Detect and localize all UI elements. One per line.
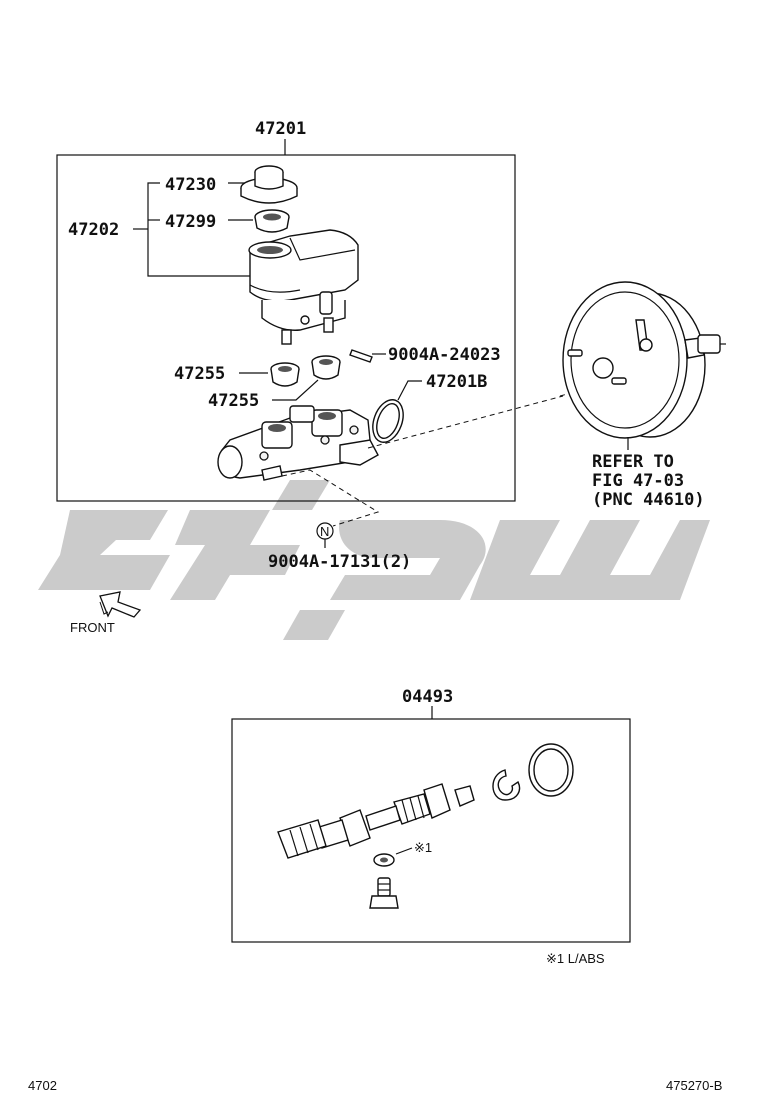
reservoir-cap xyxy=(240,165,298,204)
footer-right: 475270-B xyxy=(666,1078,722,1093)
brake-booster xyxy=(562,281,726,450)
reservoir-group-bracket xyxy=(133,182,253,277)
leader-oring xyxy=(397,380,422,401)
label-47201B: 47201B xyxy=(426,372,487,392)
reservoir-tank xyxy=(248,229,359,345)
label-47201: 47201 xyxy=(255,119,306,139)
label-refer-line3: (PNC 44610) xyxy=(592,490,705,510)
label-refer-line1: REFER TO xyxy=(592,452,674,472)
label-47299: 47299 xyxy=(165,212,216,232)
label-9004A-24023: 9004A-24023 xyxy=(388,345,501,365)
label-legend: ※1 L/ABS xyxy=(546,951,605,966)
dashed-to-booster xyxy=(367,395,564,449)
label-47255-2: 47255 xyxy=(208,391,259,411)
leader-washer xyxy=(395,847,413,855)
label-47230: 47230 xyxy=(165,175,216,195)
footer-left: 4702 xyxy=(28,1078,57,1093)
pin xyxy=(349,349,373,363)
label-47255-1: 47255 xyxy=(174,364,225,384)
oring xyxy=(372,399,404,443)
grommet-1 xyxy=(270,362,300,387)
label-9004A-17131: 9004A-17131(2) xyxy=(268,552,411,572)
washer xyxy=(373,853,395,867)
nut-symbol-letter: N xyxy=(320,524,329,539)
label-refer-line2: FIG 47-03 xyxy=(592,471,684,491)
label-kit-note: ※1 xyxy=(414,840,432,855)
label-04493: 04493 xyxy=(402,687,453,707)
assembly-frame xyxy=(56,154,516,502)
label-front: FRONT xyxy=(70,620,115,635)
piston-assembly xyxy=(277,743,574,859)
watermark-logo xyxy=(38,480,710,640)
label-47202: 47202 xyxy=(68,220,119,240)
master-cylinder xyxy=(217,405,379,481)
nut-symbol: N xyxy=(316,522,334,540)
strainer xyxy=(254,209,290,233)
front-arrow-icon xyxy=(99,591,142,618)
kit-frame xyxy=(231,718,631,943)
leader-47255-2 xyxy=(272,379,319,401)
stopper-bolt xyxy=(369,877,399,909)
grommet-2 xyxy=(311,355,341,380)
